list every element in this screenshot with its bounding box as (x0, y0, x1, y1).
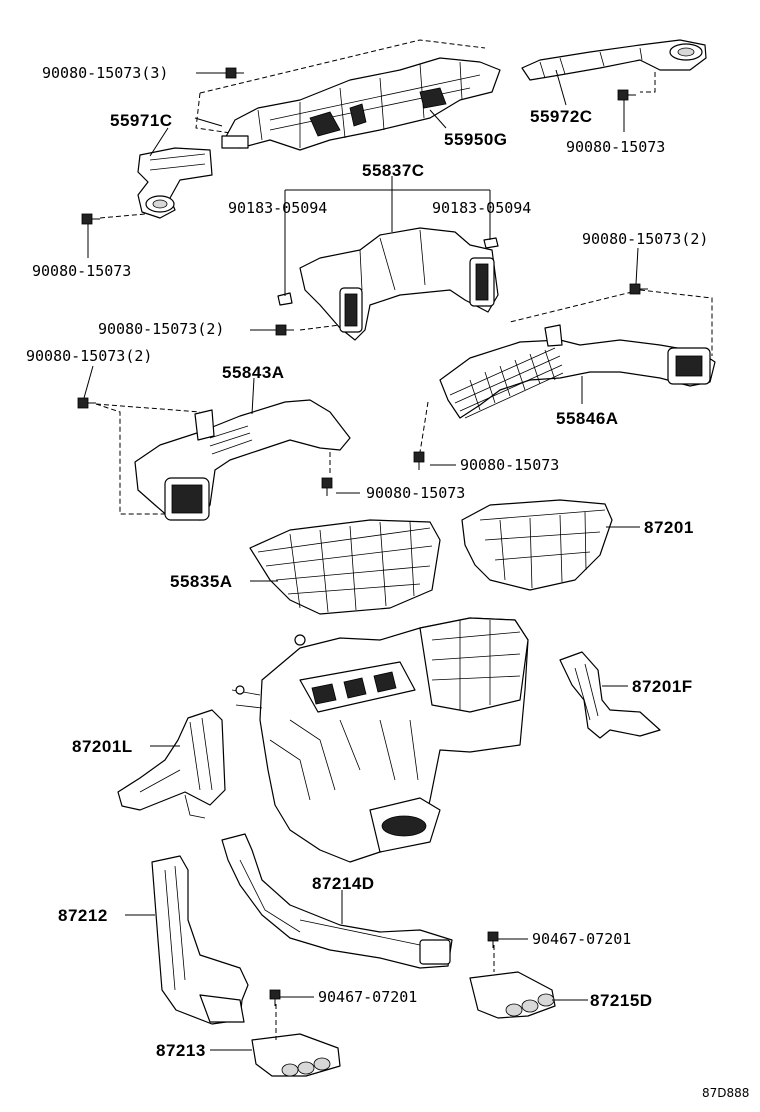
label-55835A: 55835A (170, 572, 233, 591)
bolt-icon (225, 67, 244, 79)
bolt-icon (81, 213, 100, 225)
label-90467-07201-a: 90467-07201 (532, 930, 631, 948)
label-90080-15073-e: 90080-15073 (366, 484, 465, 502)
label-55837C: 55837C (362, 161, 425, 180)
part-87201 (461, 499, 613, 591)
label-90080-15073-x3: 90080-15073(3) (42, 64, 168, 82)
part-87213 (251, 1004, 341, 1077)
bolt-icon (77, 397, 96, 409)
label-87213: 87213 (156, 1041, 206, 1060)
part-55846A (419, 289, 716, 453)
label-90183-05094-a: 90183-05094 (228, 199, 327, 217)
part-87201L (117, 709, 226, 819)
label-55971C: 55971C (110, 111, 173, 130)
label-90080-15073-d: 90080-15073 (460, 456, 559, 474)
label-90467-07201-b: 90467-07201 (318, 988, 417, 1006)
fasteners (77, 67, 648, 1006)
label-55972C: 55972C (530, 107, 593, 126)
bolt-icon (413, 451, 425, 470)
label-87201: 87201 (644, 518, 694, 537)
label-90080-15073-x2-c: 90080-15073(2) (26, 347, 152, 365)
part-55971C (99, 147, 213, 219)
label-55843A: 55843A (222, 363, 285, 382)
label-90080-15073-b: 90080-15073 (566, 138, 665, 156)
part-87214D (221, 833, 453, 969)
part-87212 (151, 855, 249, 1025)
label-87215D: 87215D (590, 991, 653, 1010)
part-55950G (195, 39, 501, 151)
label-55846A: 55846A (556, 409, 619, 428)
bolt-icon (629, 283, 648, 295)
label-90183-05094-b: 90183-05094 (432, 199, 531, 217)
label-87201F: 87201F (632, 677, 693, 696)
part-87215D (469, 945, 556, 1019)
part-55835A (249, 519, 441, 615)
label-55950G: 55950G (444, 130, 508, 149)
labels: 90080-15073(3) 55971C 55950G 55972C 9008… (26, 64, 749, 1100)
part-87201F (559, 651, 661, 739)
part-heater-unit (231, 617, 529, 863)
bolt-icon (321, 477, 333, 496)
bolt-icon (275, 324, 294, 336)
label-87212: 87212 (58, 906, 108, 925)
label-90080-15073-x2-a: 90080-15073(2) (582, 230, 708, 248)
bolt-icon (617, 89, 636, 101)
label-87214D: 87214D (312, 874, 375, 893)
screw-icon (487, 931, 499, 948)
label-90080-15073-x2-b: 90080-15073(2) (98, 320, 224, 338)
label-90080-15073-c: 90080-15073 (32, 262, 131, 280)
part-55837C (277, 227, 499, 341)
part-55972C (521, 39, 707, 93)
drawing-code: 87D888 (702, 1086, 749, 1100)
label-87201L: 87201L (72, 737, 133, 756)
leader-lines (83, 69, 640, 1051)
screw-icon (269, 989, 281, 1006)
part-55843A (95, 399, 351, 521)
